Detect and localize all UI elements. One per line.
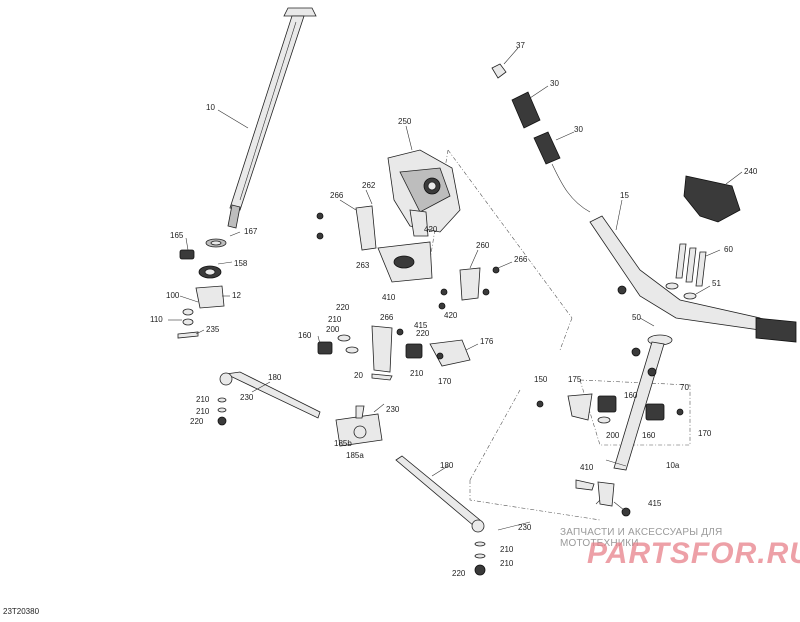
- callout-210-right-1: 210: [500, 545, 514, 554]
- callout-420-bottom: 420: [444, 311, 458, 320]
- handlebar-cover: [683, 175, 741, 223]
- callout-170-left: 170: [438, 377, 452, 386]
- callout-185a: 185a: [346, 451, 364, 460]
- tie-rod-right: [395, 455, 486, 576]
- callout-200-left: 200: [326, 325, 340, 334]
- callout-160-upper-right: 160: [624, 391, 638, 400]
- callout-260: 260: [476, 241, 490, 250]
- callout-266-right: 266: [514, 255, 528, 264]
- callout-110: 110: [150, 315, 163, 324]
- callout-220-right: 220: [452, 569, 466, 578]
- callout-230-left: 230: [240, 393, 254, 402]
- callout-410-bottom: 410: [580, 463, 594, 472]
- clamp-bolts: [665, 243, 707, 300]
- callout-160-left: 160: [298, 331, 312, 340]
- callout-266-left: 266: [330, 191, 344, 200]
- callout-220-mid: 220: [416, 329, 430, 338]
- callout-262: 262: [362, 181, 376, 190]
- watermark-brand: PARTSFOR.RU: [587, 537, 800, 570]
- callout-250: 250: [398, 117, 412, 126]
- handlebar: [589, 215, 797, 343]
- callout-30-lower: 30: [574, 125, 583, 134]
- callout-210-mid: 210: [410, 369, 424, 378]
- callout-210-right-2: 210: [500, 559, 514, 568]
- callout-12: 12: [232, 291, 241, 300]
- tie-rod-left: [217, 371, 321, 426]
- callout-180-left: 180: [268, 373, 282, 382]
- callout-10a: 10a: [666, 461, 680, 470]
- callout-20: 20: [354, 371, 363, 380]
- callout-30-upper: 30: [550, 79, 559, 88]
- callout-230-right: 230: [518, 523, 532, 532]
- steering-column-shaft: [227, 7, 317, 229]
- callout-220-upper: 220: [336, 303, 350, 312]
- callout-60: 60: [724, 245, 733, 254]
- steering-post: [613, 334, 673, 471]
- callout-170-right: 170: [698, 429, 712, 438]
- callout-415-bottom: 415: [648, 499, 662, 508]
- callout-160-lower-right: 160: [642, 431, 656, 440]
- callout-235: 235: [206, 325, 220, 334]
- grips-and-cap: [491, 63, 591, 213]
- mounting-brackets: [316, 205, 500, 310]
- callout-176: 176: [480, 337, 494, 346]
- lower-bearing-parts: [177, 238, 227, 339]
- callout-175: 175: [568, 375, 582, 384]
- callout-100: 100: [166, 291, 180, 300]
- callout-266-mid: 266: [380, 313, 394, 322]
- callout-263: 263: [356, 261, 370, 270]
- watermark-caption: ЗАПЧАСТИ И АКСЕССУАРЫ ДЛЯ МОТОТЕХНИКИ: [560, 527, 723, 549]
- callout-10: 10: [206, 103, 215, 112]
- callout-51: 51: [712, 279, 721, 288]
- lower-post-hardware: [575, 479, 631, 517]
- callout-158: 158: [234, 259, 248, 268]
- callout-210-upper: 210: [328, 315, 342, 324]
- callout-50: 50: [632, 313, 641, 322]
- pitman-arm-parts: [317, 325, 471, 381]
- callout-240: 240: [744, 167, 758, 176]
- handlebar-clamp: [536, 393, 684, 424]
- callout-70: 70: [680, 383, 689, 392]
- callout-200-right: 200: [606, 431, 620, 440]
- callout-15: 15: [620, 191, 629, 200]
- callout-150: 150: [534, 375, 548, 384]
- callout-37: 37: [516, 41, 525, 50]
- callout-labels: 37 30 30 10 250 240 15 266 262 420 165 1…: [150, 41, 758, 578]
- document-id: 23T20380: [3, 607, 40, 616]
- callout-210-left-2: 210: [196, 407, 210, 416]
- power-steering-unit: [387, 149, 461, 237]
- callout-210-left-1: 210: [196, 395, 210, 404]
- callout-410-top: 410: [382, 293, 396, 302]
- leader-lines: [168, 47, 743, 531]
- callout-420-top: 420: [424, 225, 438, 234]
- callout-180-right: 180: [440, 461, 454, 470]
- callout-185b: 185b: [334, 439, 352, 448]
- callout-220-left: 220: [190, 417, 204, 426]
- callout-415-top: 415: [414, 321, 428, 330]
- center-link: [335, 405, 383, 447]
- callout-167: 167: [244, 227, 258, 236]
- clamp-group-outline: [579, 379, 691, 446]
- callout-165: 165: [170, 231, 184, 240]
- callout-230-mid: 230: [386, 405, 400, 414]
